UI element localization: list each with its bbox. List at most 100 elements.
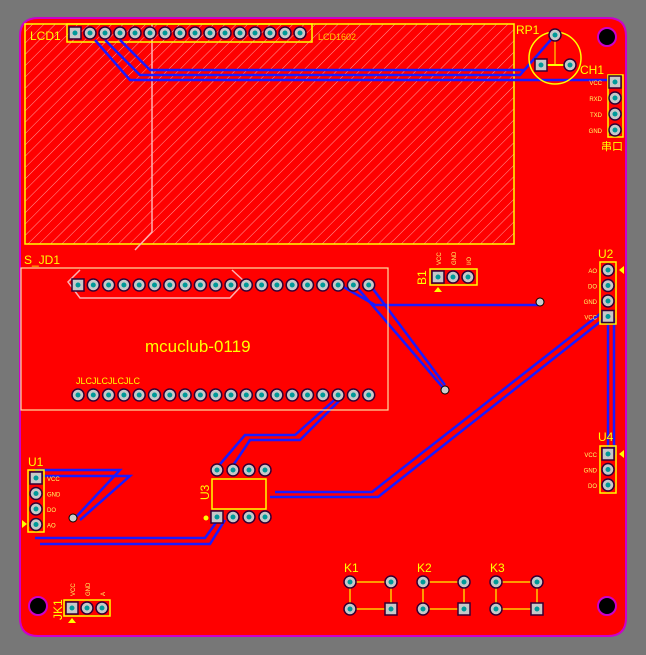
sjd1-pin[interactable] bbox=[316, 388, 330, 402]
key-pin[interactable] bbox=[457, 575, 471, 589]
sjd1-pin[interactable] bbox=[132, 278, 146, 292]
lcd-pin[interactable] bbox=[278, 26, 292, 40]
ch1-pin[interactable] bbox=[608, 123, 622, 137]
key-pin[interactable] bbox=[343, 575, 357, 589]
lcd-pin[interactable] bbox=[83, 26, 97, 40]
ch1-pin[interactable] bbox=[608, 91, 622, 105]
u2-pin[interactable] bbox=[601, 263, 615, 277]
u4-pin[interactable] bbox=[601, 447, 615, 461]
key-pin[interactable] bbox=[530, 575, 544, 589]
u1-pin[interactable] bbox=[29, 517, 43, 532]
key-pin[interactable] bbox=[416, 575, 430, 589]
sjd1-pin[interactable] bbox=[178, 278, 192, 292]
sjd1-pin[interactable] bbox=[193, 388, 208, 402]
key-pin[interactable] bbox=[530, 602, 544, 616]
b1-pin[interactable] bbox=[461, 270, 475, 284]
sjd1-pin[interactable] bbox=[147, 278, 162, 292]
u3-pin[interactable] bbox=[210, 463, 224, 477]
jk1-pin[interactable] bbox=[95, 601, 109, 615]
sjd1-pin[interactable] bbox=[239, 278, 254, 292]
sjd1-pin[interactable] bbox=[254, 388, 269, 402]
sjd1-pin[interactable] bbox=[117, 278, 131, 292]
sjd1-pin[interactable] bbox=[270, 388, 284, 402]
u3-pin[interactable] bbox=[242, 463, 256, 477]
sjd1-pin[interactable] bbox=[346, 388, 361, 402]
u3-pin[interactable] bbox=[226, 463, 240, 477]
b1-pin[interactable] bbox=[446, 270, 460, 284]
rp1-pin[interactable] bbox=[548, 28, 562, 42]
u3-pin[interactable] bbox=[242, 510, 256, 524]
sjd1-pin[interactable] bbox=[132, 388, 146, 402]
sjd1-pin[interactable] bbox=[361, 388, 376, 402]
u3-pin[interactable] bbox=[258, 510, 272, 524]
u1-pin[interactable] bbox=[29, 486, 43, 501]
u3-pin[interactable] bbox=[210, 510, 224, 524]
lcd-pin[interactable] bbox=[68, 26, 82, 40]
lcd-pin[interactable] bbox=[248, 26, 262, 40]
key-pin[interactable] bbox=[384, 602, 398, 616]
sjd1-pin[interactable] bbox=[300, 388, 315, 402]
u3-pin[interactable] bbox=[258, 463, 272, 477]
u4-pin[interactable] bbox=[601, 478, 615, 492]
sjd1-pin[interactable] bbox=[331, 388, 345, 402]
sjd1-pin[interactable] bbox=[224, 278, 238, 292]
lcd-pin[interactable] bbox=[158, 26, 172, 40]
sjd1-pin[interactable] bbox=[101, 388, 116, 402]
sjd1-pin[interactable] bbox=[86, 388, 101, 402]
rp1-pin[interactable] bbox=[563, 58, 577, 72]
u2-pin[interactable] bbox=[601, 294, 615, 308]
key-k2[interactable]: K2 bbox=[416, 561, 471, 616]
sjd1-pin[interactable] bbox=[147, 388, 162, 402]
sjd1-pads[interactable] bbox=[71, 278, 376, 402]
u3-pads[interactable] bbox=[203, 463, 272, 524]
lcd-pin[interactable] bbox=[143, 26, 157, 40]
key-pin[interactable] bbox=[416, 602, 430, 616]
sjd1-pin[interactable] bbox=[331, 278, 345, 292]
sjd1-pin[interactable] bbox=[285, 388, 299, 402]
sjd1-pin[interactable] bbox=[71, 388, 85, 402]
lcd-pin[interactable] bbox=[128, 26, 142, 40]
key-pin[interactable] bbox=[343, 602, 357, 616]
u2-pin[interactable] bbox=[601, 309, 615, 324]
sjd1-pin[interactable] bbox=[254, 278, 269, 292]
u2-pin[interactable] bbox=[601, 278, 615, 293]
ch1-pin[interactable] bbox=[608, 75, 622, 89]
sjd1-pin[interactable] bbox=[270, 278, 284, 292]
key-k1[interactable]: K1 bbox=[343, 561, 398, 616]
sjd1-pin[interactable] bbox=[316, 278, 330, 292]
lcd-pin[interactable] bbox=[203, 26, 217, 40]
lcd-pin[interactable] bbox=[293, 26, 307, 40]
b1-pin[interactable] bbox=[431, 270, 445, 284]
sjd1-pin[interactable] bbox=[117, 388, 131, 402]
key-k3[interactable]: K3 bbox=[489, 561, 544, 616]
jk1-pin[interactable] bbox=[65, 601, 79, 615]
sjd1-pin[interactable] bbox=[208, 388, 223, 402]
u1-pin[interactable] bbox=[29, 502, 43, 516]
sjd1-pin[interactable] bbox=[285, 278, 299, 292]
sjd1-pin[interactable] bbox=[239, 388, 254, 402]
sjd1-pin[interactable] bbox=[163, 278, 177, 292]
sjd1-pin[interactable] bbox=[178, 388, 192, 402]
sjd1-pin[interactable] bbox=[208, 278, 223, 292]
sjd1-pin[interactable] bbox=[193, 278, 208, 292]
sjd1-pin[interactable] bbox=[300, 278, 315, 292]
u1-pin[interactable] bbox=[29, 471, 43, 485]
sjd1-pin[interactable] bbox=[71, 278, 85, 292]
key-pin[interactable] bbox=[489, 602, 503, 616]
lcd-pin[interactable] bbox=[113, 26, 127, 40]
u3-pin[interactable] bbox=[226, 510, 240, 524]
jk1-pin[interactable] bbox=[80, 601, 94, 615]
key-pin[interactable] bbox=[384, 575, 398, 589]
rp1-pads[interactable] bbox=[534, 28, 577, 72]
ch1-pin[interactable] bbox=[608, 107, 622, 121]
u4-pin[interactable] bbox=[601, 462, 615, 477]
lcd-pin[interactable] bbox=[233, 26, 247, 40]
lcd-pin[interactable] bbox=[218, 26, 232, 40]
lcd-pin[interactable] bbox=[173, 26, 187, 40]
key-pin[interactable] bbox=[457, 602, 471, 616]
lcd-pin[interactable] bbox=[263, 26, 277, 40]
lcd-header-pads[interactable] bbox=[68, 26, 307, 40]
lcd-pin[interactable] bbox=[188, 26, 202, 40]
sjd1-pin[interactable] bbox=[86, 278, 101, 292]
